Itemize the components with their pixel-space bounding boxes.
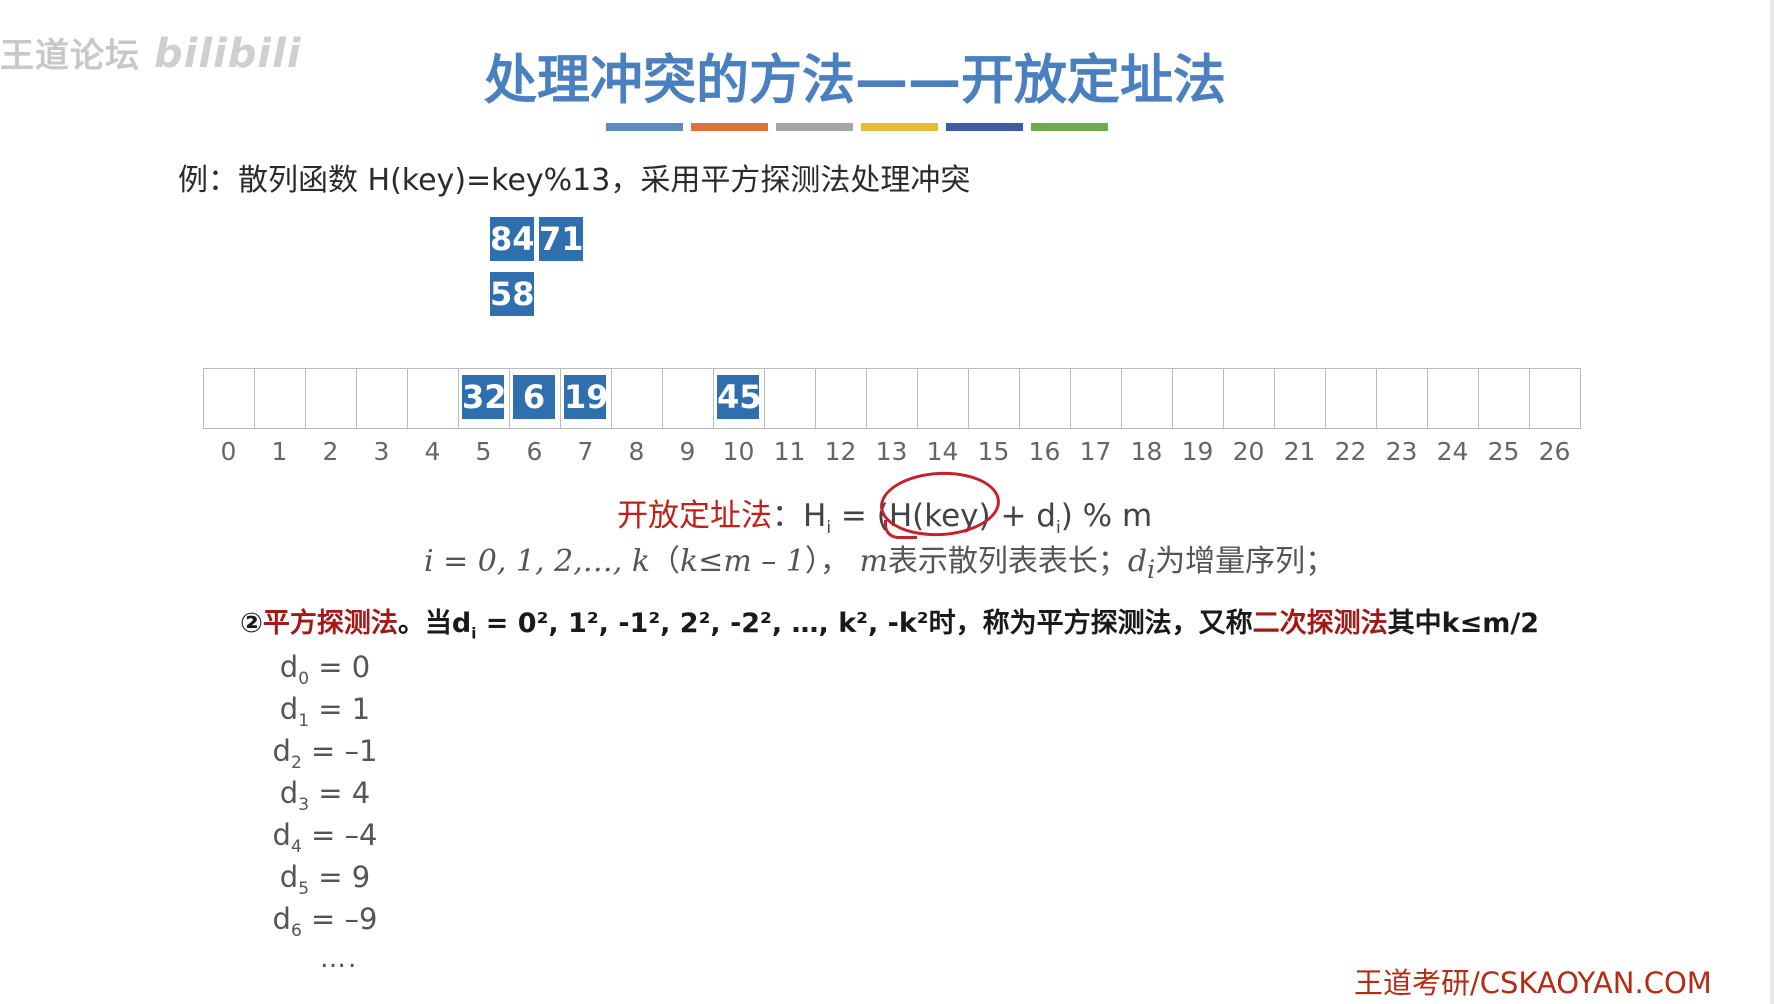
table-slot [1275, 369, 1326, 428]
table-slot [1020, 369, 1071, 428]
table-slot [1428, 369, 1479, 428]
d-value-line: d4 = –4 [272, 818, 378, 857]
quadratic-probe-term: 二次探测法 [1252, 608, 1388, 639]
table-slot [1326, 369, 1377, 428]
slot-index: 17 [1079, 437, 1112, 466]
slot-index: 20 [1232, 437, 1265, 466]
slot-index: 6 [526, 437, 543, 466]
table-slot [1530, 369, 1581, 428]
slot-index: 11 [773, 437, 806, 466]
slide-title: 处理冲突的方法——开放定址法 [484, 50, 1226, 111]
color-bar-divider [606, 123, 1108, 131]
table-slot [969, 369, 1020, 428]
slot-index: 22 [1334, 437, 1367, 466]
open-addressing-formula: 开放定址法：Hi = (H(key) + di) % m [617, 498, 1153, 539]
table-slot [204, 369, 255, 428]
table-slot [357, 369, 408, 428]
square-probe-term: 平方探测法 [262, 608, 398, 639]
bilibili-logo: bilibili [154, 31, 302, 77]
table-slot [714, 369, 765, 428]
window-edge [1770, 0, 1774, 1004]
slot-index: 19 [1181, 437, 1214, 466]
watermark: 王道论坛 bilibili [0, 28, 302, 77]
color-bar [946, 123, 1023, 131]
hash-table [203, 368, 1581, 429]
slot-index: 12 [824, 437, 857, 466]
slot-index: 15 [977, 437, 1010, 466]
stored-key: 19 [563, 374, 609, 420]
slot-index: 9 [679, 437, 696, 466]
table-slot [765, 369, 816, 428]
slot-index: 26 [1538, 437, 1571, 466]
slot-index: 1 [271, 437, 288, 466]
table-slot [1122, 369, 1173, 428]
table-slot [306, 369, 357, 428]
d-value-line: d2 = –1 [272, 734, 378, 773]
stored-key: 6 [512, 374, 556, 420]
table-slot [408, 369, 459, 428]
slot-index: 2 [322, 437, 339, 466]
key-box: 58 [489, 271, 535, 317]
d-value-line: d3 = 4 [279, 776, 371, 815]
d-value-line: d1 = 1 [279, 692, 371, 731]
table-slot [612, 369, 663, 428]
table-slot [459, 369, 510, 428]
slot-index: 4 [424, 437, 441, 466]
slot-index: 7 [577, 437, 594, 466]
table-slot [1071, 369, 1122, 428]
slot-index: 0 [220, 437, 237, 466]
color-bar [691, 123, 768, 131]
slot-index: 16 [1028, 437, 1061, 466]
slot-index: 24 [1436, 437, 1469, 466]
formula-label: 开放定址法 [617, 498, 772, 534]
slot-index: 18 [1130, 437, 1163, 466]
watermark-site: 王道论坛 [0, 36, 140, 76]
slot-index: 25 [1487, 437, 1520, 466]
table-slot [816, 369, 867, 428]
table-slot [1377, 369, 1428, 428]
color-bar [776, 123, 853, 131]
color-bar [606, 123, 683, 131]
table-slot [561, 369, 612, 428]
table-slot [918, 369, 969, 428]
table-slot [510, 369, 561, 428]
square-probe-definition: ②平方探测法。当di = 0², 1², -1², 2², -2², …, k²… [240, 608, 1539, 643]
ellipsis: …. [320, 944, 359, 974]
d-value-line: d5 = 9 [279, 860, 371, 899]
slot-index: 14 [926, 437, 959, 466]
table-slot [1224, 369, 1275, 428]
d-value-line: d6 = –9 [272, 902, 378, 941]
table-slot [663, 369, 714, 428]
slot-index: 8 [628, 437, 645, 466]
key-box: 71 [538, 216, 584, 262]
table-slot [1479, 369, 1530, 428]
color-bar [861, 123, 938, 131]
table-slot [255, 369, 306, 428]
footer-brand: 王道考研/CSKAOYAN.COM [1354, 966, 1712, 1000]
key-box: 84 [489, 216, 535, 262]
slot-index: 3 [373, 437, 390, 466]
stored-key: 45 [716, 374, 762, 420]
d-value-line: d0 = 0 [279, 650, 371, 689]
table-slot [1173, 369, 1224, 428]
slot-index: 5 [475, 437, 492, 466]
table-slot [867, 369, 918, 428]
slot-index: 10 [722, 437, 755, 466]
stored-key: 32 [461, 374, 507, 420]
slot-index: 21 [1283, 437, 1316, 466]
color-bar [1031, 123, 1108, 131]
example-text: 例：散列函数 H(key)=key%13，采用平方探测法处理冲突 [178, 163, 971, 198]
slot-index: 23 [1385, 437, 1418, 466]
hand-drawn-circle-tail [884, 520, 917, 539]
slot-index: 13 [875, 437, 908, 466]
index-range-line: i = 0, 1, 2,…, k（k≤m – 1）， m表示散列表表长；di为增… [424, 544, 1336, 584]
